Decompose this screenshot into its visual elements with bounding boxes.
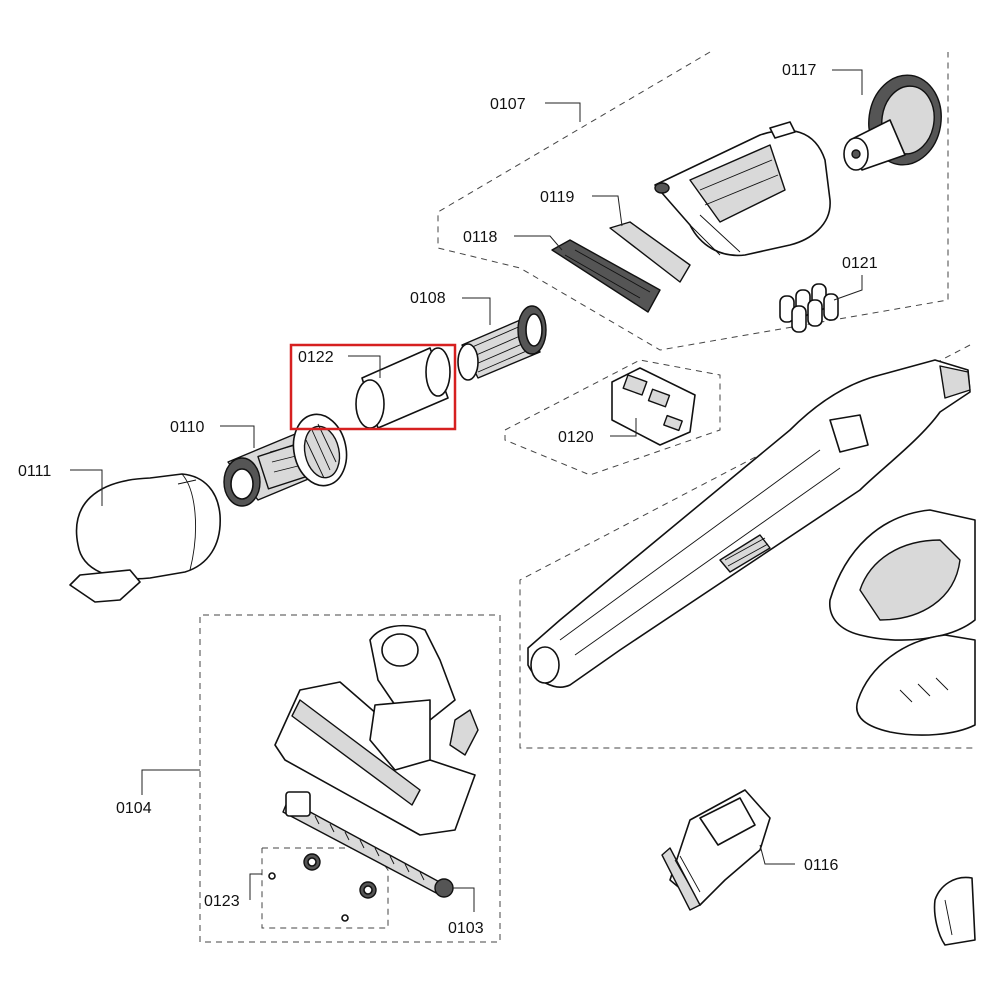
group-outline-0104 <box>199 614 501 943</box>
part-cover-plate <box>855 634 976 736</box>
label-0121: 0121 <box>842 255 878 272</box>
part-0107-motor-housing <box>654 121 831 257</box>
label-0110: 0110 <box>170 419 205 436</box>
part-0111-dust-container <box>69 473 221 603</box>
highlight-box-0122 <box>289 343 457 431</box>
label-0116: 0116 <box>804 857 839 874</box>
part-0123-small-parts <box>268 853 377 922</box>
group-outline-handle <box>519 344 975 749</box>
label-0107: 0107 <box>490 96 526 113</box>
label-0123: 0123 <box>204 893 240 910</box>
part-main-handle-body <box>527 359 971 688</box>
label-0122: 0122 <box>298 349 334 366</box>
label-0103: 0103 <box>448 920 484 937</box>
part-0121-battery-cells <box>779 283 839 333</box>
part-0122-tube <box>355 347 451 429</box>
part-side-cover <box>829 509 976 641</box>
label-0108: 0108 <box>410 290 446 307</box>
part-0116-brush-module <box>661 789 771 911</box>
part-0104-floor-nozzle <box>274 624 479 836</box>
part-partial-bottom-right <box>933 876 976 946</box>
part-labels: 0107 0117 0119 0118 0121 0108 0122 0120 … <box>18 62 878 937</box>
part-0108-filter-tube <box>457 305 547 381</box>
group-outline-0120 <box>504 359 721 476</box>
label-0104: 0104 <box>116 800 152 817</box>
part-0119-seal <box>609 221 691 283</box>
part-0118-filter-plate <box>551 239 661 313</box>
part-0120-circuit-board <box>611 367 696 446</box>
part-0103-brush-roll <box>282 791 454 898</box>
label-0119: 0119 <box>540 189 575 206</box>
part-0117-motor <box>843 74 942 171</box>
label-0111: 0111 <box>18 463 51 480</box>
leader-lines <box>70 69 863 912</box>
label-0117: 0117 <box>782 62 817 79</box>
part-0110-filter <box>223 413 348 507</box>
label-0120: 0120 <box>558 429 594 446</box>
label-0118: 0118 <box>463 229 498 246</box>
